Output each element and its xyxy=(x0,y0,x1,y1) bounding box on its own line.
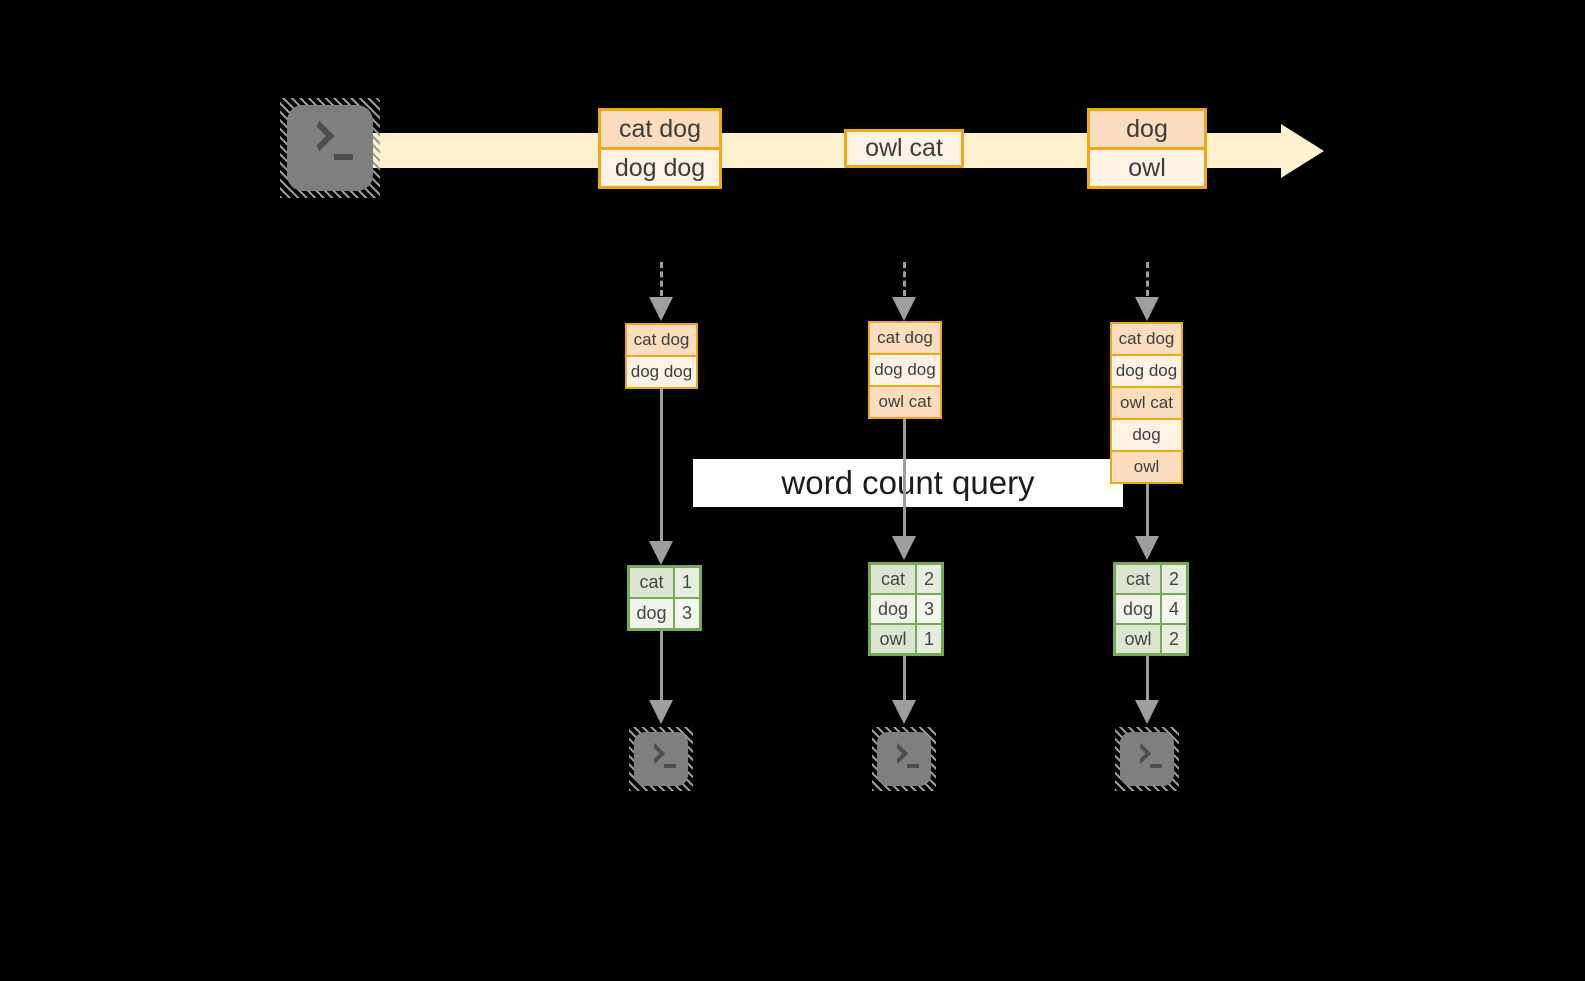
state-buffer-1: cat dog dog dog xyxy=(625,323,698,389)
buffer-row: cat dog xyxy=(1112,324,1181,354)
stream-event: cat dog xyxy=(601,111,719,147)
arrow-down xyxy=(660,389,663,541)
count-value: 2 xyxy=(1162,565,1186,593)
arrowhead-icon xyxy=(1135,297,1159,321)
count-value: 3 xyxy=(917,595,941,623)
count-value: 1 xyxy=(917,625,941,653)
count-word: dog xyxy=(871,595,915,623)
arrowhead-icon xyxy=(649,297,673,321)
query-label: word count query xyxy=(693,459,1123,507)
stream-event: owl cat xyxy=(847,132,961,165)
terminal-body xyxy=(634,732,688,786)
stream-event-group-1: cat dog dog dog xyxy=(598,108,722,189)
count-word: owl xyxy=(1116,625,1160,653)
stream-event: dog dog xyxy=(601,150,719,186)
arrow-down xyxy=(1146,656,1149,700)
arrowhead-icon xyxy=(649,541,673,565)
arrow-down xyxy=(660,631,663,700)
dashed-arrow-down xyxy=(660,262,663,296)
arrowhead-icon xyxy=(892,536,916,560)
buffer-row: owl cat xyxy=(1112,388,1181,418)
prompt-chevron-icon xyxy=(643,742,666,765)
terminal-body xyxy=(877,732,931,786)
stream-event: dog xyxy=(1090,111,1204,147)
state-buffer-2: cat dog dog dog owl cat xyxy=(868,321,942,419)
prompt-underscore-icon xyxy=(1150,764,1162,768)
dashed-arrow-down xyxy=(1146,262,1149,296)
prompt-underscore-icon xyxy=(907,764,919,768)
buffer-row: cat dog xyxy=(870,323,940,353)
count-table-3: cat 2 dog 4 owl 2 xyxy=(1113,562,1189,656)
buffer-row: owl xyxy=(1112,452,1181,482)
count-word: cat xyxy=(871,565,915,593)
arrow-down xyxy=(1146,484,1149,536)
arrow-down xyxy=(903,419,906,536)
arrowhead-icon xyxy=(892,700,916,724)
stream-event-group-2: owl cat xyxy=(844,129,964,168)
stream-event-group-3: dog owl xyxy=(1087,108,1207,189)
prompt-chevron-icon xyxy=(886,742,909,765)
arrowhead-icon xyxy=(1135,536,1159,560)
arrowhead-icon xyxy=(892,297,916,321)
count-value: 2 xyxy=(1162,625,1186,653)
terminal-icon xyxy=(629,727,693,791)
arrowhead-icon xyxy=(1135,700,1159,724)
prompt-chevron-icon xyxy=(1129,742,1152,765)
count-word: dog xyxy=(1116,595,1160,623)
count-table-2: cat 2 dog 3 owl 1 xyxy=(868,562,944,656)
buffer-row: dog dog xyxy=(627,357,696,387)
prompt-underscore-icon xyxy=(664,764,676,768)
count-value: 4 xyxy=(1162,595,1186,623)
count-word: cat xyxy=(630,568,673,597)
count-word: dog xyxy=(630,599,673,628)
state-buffer-3: cat dog dog dog owl cat dog owl xyxy=(1110,322,1183,484)
prompt-underscore-icon xyxy=(334,154,353,160)
terminal-body xyxy=(287,105,373,191)
count-value: 2 xyxy=(917,565,941,593)
stream-arrowhead-icon xyxy=(1281,124,1324,178)
count-word: cat xyxy=(1116,565,1160,593)
terminal-icon xyxy=(1115,727,1179,791)
dashed-arrow-down xyxy=(903,262,906,296)
stream-event: owl xyxy=(1090,150,1204,186)
arrow-down xyxy=(903,656,906,700)
arrowhead-icon xyxy=(649,700,673,724)
buffer-row: dog xyxy=(1112,420,1181,450)
count-value: 1 xyxy=(675,568,699,597)
buffer-row: dog dog xyxy=(870,355,940,385)
count-value: 3 xyxy=(675,599,699,628)
terminal-body xyxy=(1120,732,1174,786)
count-word: owl xyxy=(871,625,915,653)
buffer-row: cat dog xyxy=(627,325,696,355)
terminal-icon xyxy=(872,727,936,791)
count-table-1: cat 1 dog 3 xyxy=(627,565,702,631)
buffer-row: owl cat xyxy=(870,387,940,417)
terminal-icon xyxy=(280,98,380,198)
prompt-chevron-icon xyxy=(303,120,335,152)
buffer-row: dog dog xyxy=(1112,356,1181,386)
